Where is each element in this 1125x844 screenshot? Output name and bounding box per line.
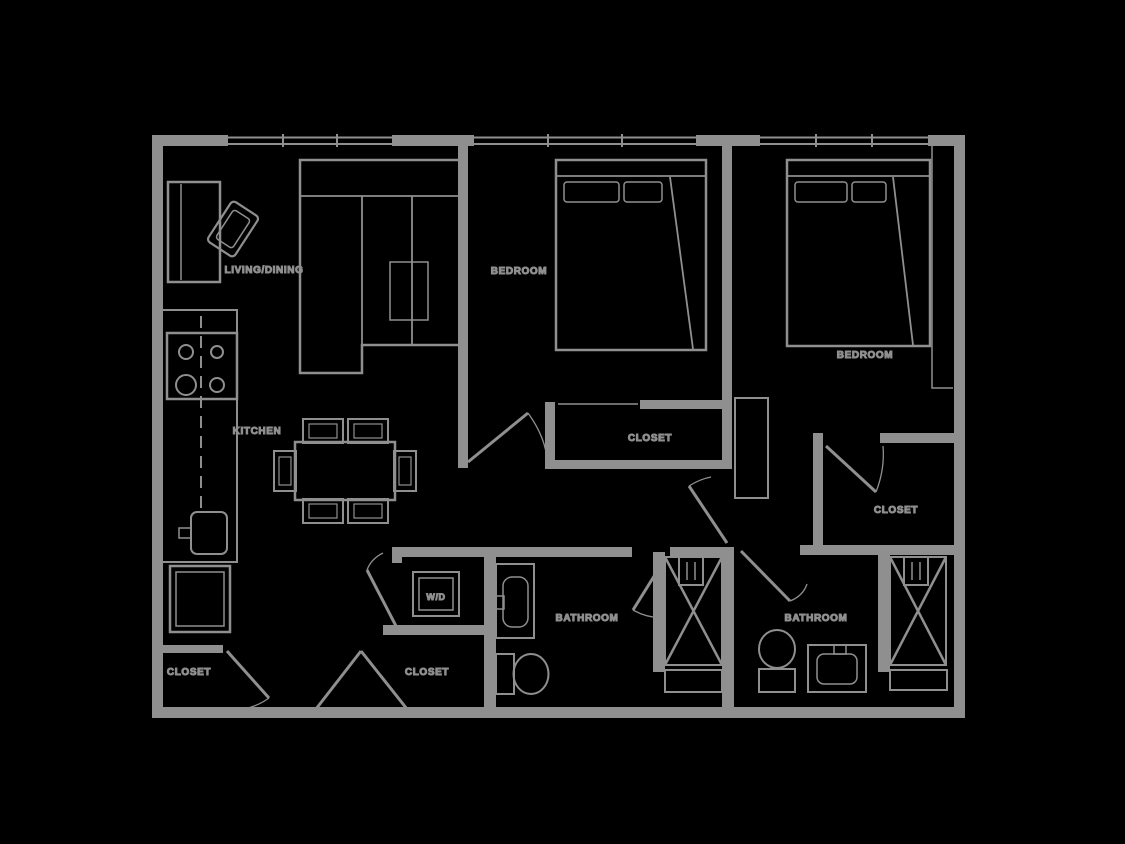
entry-area: W/D CLOSET CLOSET (166, 552, 460, 711)
dining-chair (302, 418, 344, 444)
vanity-sink-1 (495, 563, 535, 639)
wall-hall-bath-a (392, 547, 632, 557)
closet-entry-label: CLOSET (167, 667, 211, 678)
pillow (623, 181, 663, 203)
wall-right (954, 135, 965, 718)
dining-chair (347, 498, 389, 524)
wall-bedroom1-bedroom2 (722, 146, 732, 469)
wall-closet1-left (545, 402, 555, 468)
shower-1 (653, 552, 724, 693)
wall-closet2-left (813, 433, 823, 555)
stove (165, 331, 239, 401)
toilet-bowl (512, 653, 550, 695)
pillow (563, 181, 620, 203)
shower-wall (878, 552, 890, 672)
washer-dryer-closet: W/D (365, 552, 460, 627)
wall-top-2 (392, 135, 474, 146)
wall-wd-stub (392, 547, 402, 563)
shower-valve (903, 556, 929, 586)
bedroom-2-label: BEDROOM (837, 350, 893, 361)
washer-dryer-door (365, 552, 398, 627)
shower-curb (889, 669, 948, 691)
closet-hall-label: CLOSET (405, 667, 449, 678)
shower-valve (678, 556, 704, 586)
bathroom-1-label: BATHROOM (556, 613, 619, 624)
living-dining-room: LIVING/DINING (166, 158, 464, 524)
window-bedroom-2 (760, 134, 928, 147)
kitchen-sink (178, 511, 228, 555)
wall-recess-line (931, 146, 953, 389)
bathroom-2-door (739, 549, 808, 603)
wall-wd-bottom (383, 625, 484, 635)
windows (228, 134, 928, 147)
washer-dryer-label: W/D (426, 592, 445, 602)
bedroom-1-label: BEDROOM (491, 266, 547, 277)
wall-bedroom1-bottom (545, 460, 732, 469)
kitchen: KITCHEN (163, 309, 282, 634)
bedroom-2: BEDROOM CLOSET (687, 146, 953, 544)
dining-table-set (273, 418, 417, 524)
pillow (851, 181, 887, 203)
wall-closet1-top (640, 400, 727, 409)
toilet-tank (495, 653, 515, 695)
toilet-bowl (758, 629, 796, 669)
dining-chair (302, 498, 344, 524)
refrigerator (168, 564, 232, 634)
hall-closet-doors (314, 650, 409, 710)
faucet (495, 595, 505, 610)
bedroom-1: BEDROOM CLOSET (467, 158, 708, 464)
wall-top-4 (928, 135, 965, 146)
wall-bath1-bath2 (722, 547, 734, 718)
bathroom-2: BATHROOM (739, 549, 948, 693)
dresser (734, 397, 769, 499)
wall-entry-closet-top (163, 645, 223, 653)
armchair (206, 200, 260, 258)
closet-bedroom-2-label: CLOSET (874, 505, 918, 516)
toilet-1 (495, 653, 550, 695)
toilet-2 (758, 629, 796, 693)
wall-top-3 (696, 135, 760, 146)
window-living (228, 134, 392, 147)
pillow (794, 181, 848, 203)
wall-left (152, 135, 163, 718)
shower-curb (664, 669, 723, 693)
living-dining-label: LIVING/DINING (225, 265, 304, 276)
wall-bottom (152, 707, 965, 718)
shower-wall (653, 552, 665, 672)
bathroom-1: BATHROOM (495, 552, 724, 695)
window-bedroom-1 (474, 134, 696, 147)
washer-dryer-box (412, 571, 460, 617)
sheet-fold (892, 176, 914, 346)
faucet (178, 527, 192, 539)
shower-2 (878, 552, 948, 691)
wall-top-1 (152, 135, 228, 146)
bedroom-1-door (467, 411, 548, 464)
interior-walls (163, 146, 958, 718)
bathroom-2-label: BATHROOM (785, 613, 848, 624)
sheet-fold (669, 176, 694, 350)
dining-chair (393, 450, 417, 492)
kitchen-label: KITCHEN (233, 426, 282, 437)
entry-closet-door (225, 650, 271, 711)
toilet-tank (758, 668, 796, 693)
bedroom-2-door (687, 476, 729, 544)
exterior-walls (152, 135, 965, 718)
closet-bedroom-2-door (824, 444, 884, 494)
vanity-sink-2 (807, 644, 867, 693)
sofa (298, 158, 464, 375)
dining-table (293, 440, 397, 502)
wall-closet2-bottom (800, 545, 958, 555)
faucet (833, 644, 847, 655)
wall-hall-bath-b (670, 547, 732, 557)
kitchen-counter (163, 309, 238, 563)
dining-chair (347, 418, 389, 444)
wall-closet2-top (880, 433, 958, 443)
wall-bath1-left (484, 547, 496, 718)
bed-2 (785, 158, 932, 348)
dining-chair (273, 450, 297, 492)
closet-bedroom-1-label: CLOSET (628, 433, 672, 444)
bed-1 (554, 158, 708, 352)
